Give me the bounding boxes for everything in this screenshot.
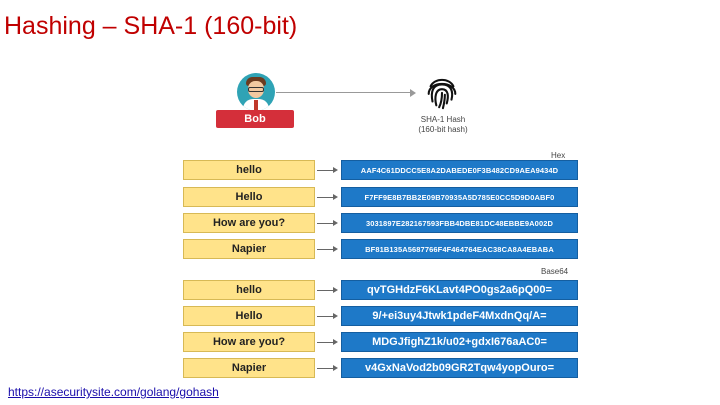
slide-title: Hashing – SHA-1 (160-bit) [4,12,298,40]
hex-row: Napier BF81B135A5687766F4F464764EAC38CA8… [183,239,578,259]
connector-arrow-icon [333,194,338,200]
connector-arrow-icon [333,339,338,345]
hex-row: Hello F7FF9E8B7BB2E09B70935A5D785E0CC5D9… [183,187,578,207]
hash-output-box: 9/+ei3uy4Jtwk1pdeF4MxdnQq/A= [341,306,578,326]
input-text-box: Hello [183,306,315,326]
base64-row: Napier v4GxNaVod2b09GR2Tqw4yopOuro= [183,358,578,378]
connector-arrow-icon [333,365,338,371]
hash-output-box: MDGJfighZ1k/u02+gdxI676aAC0= [341,332,578,352]
hex-row: How are you? 3031897E282167593FBB4DBE81D… [183,213,578,233]
fingerprint-icon [427,78,457,110]
bob-label: Bob [216,110,294,128]
hash-output-box: BF81B135A5687766F4F464764EAC38CA8A4EBABA [341,239,578,259]
arrow-head [410,89,416,97]
connector-arrow-icon [333,220,338,226]
connector-line [317,342,335,343]
sha1-hash-subtitle: (160-bit hash) [418,125,468,134]
hash-output-box: v4GxNaVod2b09GR2Tqw4yopOuro= [341,358,578,378]
connector-arrow-icon [333,246,338,252]
base64-row: Hello 9/+ei3uy4Jtwk1pdeF4MxdnQq/A= [183,306,578,326]
input-text-box: How are you? [183,213,315,233]
connector-arrow-icon [333,287,338,293]
input-text-box: Napier [183,239,315,259]
input-text-box: Hello [183,187,315,207]
hex-row: hello AAF4C61DDCC5E8A2DABEDE0F3B482CD9AE… [183,160,578,180]
connector-line [317,197,335,198]
connector-line [317,170,335,171]
connector-arrow-icon [333,167,338,173]
base64-section-label: Base64 [541,267,569,276]
person-avatar-icon [237,73,275,111]
connector-line [317,368,335,369]
base64-row: hello qvTGHdzF6KLavt4PO0gs2a6pQ00= [183,280,578,300]
arrow-right-icon [276,92,414,93]
base64-row: How are you? MDGJfighZ1k/u02+gdxI676aAC0… [183,332,578,352]
connector-line [317,290,335,291]
footer-link[interactable]: https://asecuritysite.com/golang/gohash [8,385,219,399]
hex-section-label: Hex [551,151,566,160]
hash-output-box: F7FF9E8B7BB2E09B70935A5D785E0CC5D9D0ABF0 [341,187,578,207]
input-text-box: hello [183,280,315,300]
sha1-hash-label: SHA-1 Hash (160-bit hash) [405,115,481,135]
hash-output-box: qvTGHdzF6KLavt4PO0gs2a6pQ00= [341,280,578,300]
hash-output-box: AAF4C61DDCC5E8A2DABEDE0F3B482CD9AEA9434D [341,160,578,180]
connector-arrow-icon [333,313,338,319]
connector-line [317,223,335,224]
sha1-hash-title: SHA-1 Hash [420,115,466,124]
hash-output-box: 3031897E282167593FBB4DBE81DC48EBBE9A002D [341,213,578,233]
input-text-box: How are you? [183,332,315,352]
connector-line [317,249,335,250]
input-text-box: Napier [183,358,315,378]
input-text-box: hello [183,160,315,180]
connector-line [317,316,335,317]
